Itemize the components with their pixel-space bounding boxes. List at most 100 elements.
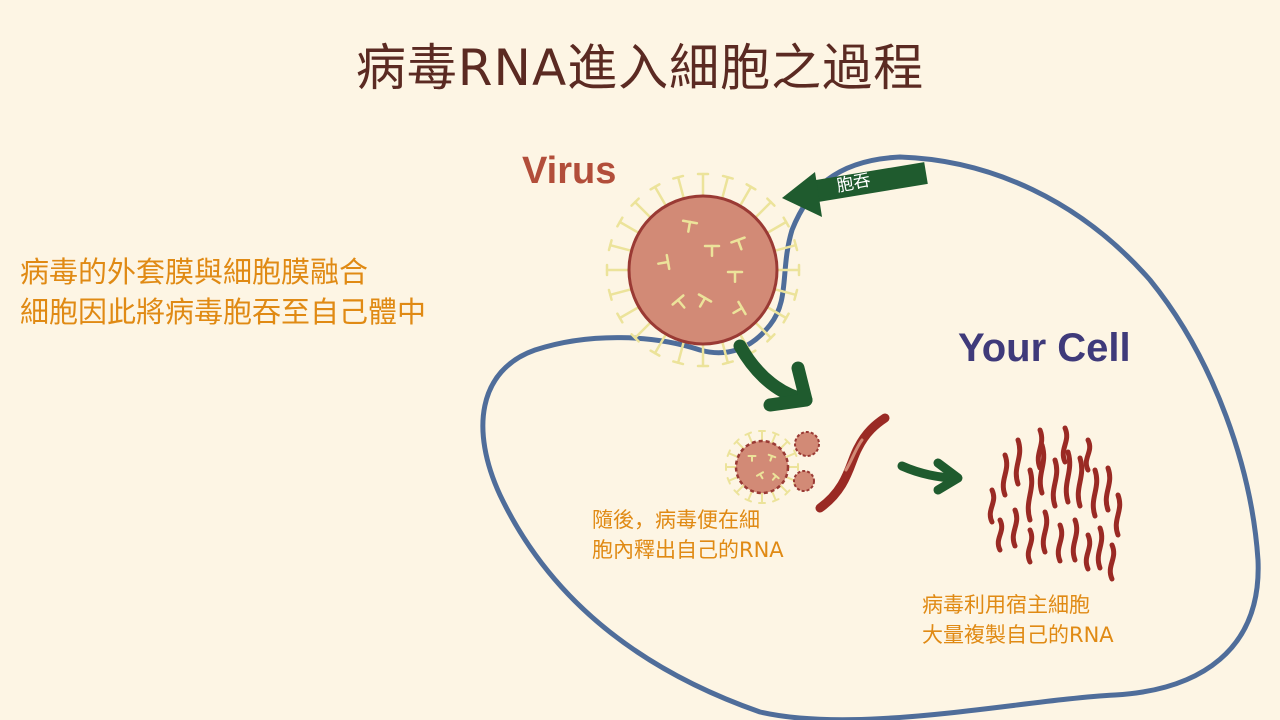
virus-spike-cap <box>649 183 661 191</box>
virus-spike-cap <box>766 197 776 207</box>
rna-copy <box>1083 532 1093 572</box>
virus-spike-cap <box>607 239 613 252</box>
rna-copy <box>1083 437 1093 473</box>
virus-small-protein <box>771 475 777 481</box>
release-caption-line-1: 隨後，病毒便在細 <box>592 508 760 532</box>
intro-text: 病毒的外套膜與細胞膜融合 細胞因此將病毒胞吞至自己體中 <box>20 252 426 332</box>
virus-spike-cap <box>782 312 790 324</box>
virus-small-spike-cap <box>793 449 798 457</box>
release-caption-line-2: 胞內釋出自己的RNA <box>592 538 784 562</box>
virus-spike-cap <box>782 216 790 228</box>
endocytosis-arrow <box>782 162 928 217</box>
virus-spike <box>653 185 668 208</box>
rna-copy <box>1010 507 1020 549</box>
release-caption: 隨後，病毒便在細 胞內釋出自己的RNA <box>592 505 784 565</box>
virus-spike-cap <box>721 174 734 180</box>
virus-spike-cap <box>616 312 624 324</box>
virus-spike <box>618 220 641 235</box>
virus-small-spikes <box>725 430 799 504</box>
intro-line-1: 病毒的外套膜與細胞膜融合 <box>20 255 369 289</box>
virus-small-spike <box>747 432 754 444</box>
virus-main <box>605 172 801 368</box>
virus-spike <box>765 305 788 320</box>
rna-copy <box>987 487 997 525</box>
virus-spike <box>609 287 633 297</box>
rna-copy <box>1090 467 1100 519</box>
rna-copy <box>1040 509 1050 555</box>
replicate-caption-line-2: 大量複製自己的RNA <box>922 623 1114 647</box>
virus-inner-proteins <box>657 219 747 316</box>
virus-spike <box>653 332 668 355</box>
rna-copy <box>995 517 1005 553</box>
virus-small-spike <box>727 475 739 482</box>
virus-small-body <box>734 439 790 495</box>
intro-line-2: 細胞因此將病毒胞吞至自己體中 <box>20 295 427 329</box>
virus-spike-cap <box>721 360 734 366</box>
virus-small-spike <box>735 440 745 450</box>
virus-small-proteins <box>747 453 780 481</box>
virus-spike <box>633 321 652 340</box>
virus-spike-cap <box>649 349 661 357</box>
virus-spike <box>720 176 730 200</box>
rna-copy <box>1055 522 1065 564</box>
page-title: 病毒RNA進入細胞之過程 <box>355 39 925 97</box>
virus-protein <box>732 306 744 315</box>
virus-small-spike <box>727 452 739 459</box>
virus-envelope <box>627 194 779 346</box>
rna-copy <box>1113 492 1123 538</box>
virus-small-spike <box>735 484 745 494</box>
envelope-fragment-2 <box>793 470 815 492</box>
replicated-rna-cluster <box>987 425 1123 582</box>
virus-small-spike-cap <box>744 431 752 436</box>
virus-spike-cap <box>616 216 624 228</box>
virus-protein <box>676 298 686 309</box>
virus-spike <box>720 340 730 364</box>
replicate-caption: 病毒利用宿主細胞 大量複製自己的RNA <box>922 590 1114 650</box>
virus-protein <box>698 296 707 308</box>
virus-small-spike <box>779 440 789 450</box>
virus-small-spike-cap <box>772 431 780 436</box>
virus-protein <box>657 260 670 265</box>
virus-small-spike-cap <box>733 438 740 445</box>
cell-membrane <box>480 154 1261 720</box>
virus-small-protein <box>769 455 773 462</box>
rna-copy <box>1107 542 1117 582</box>
virus-small-spike-cap <box>772 498 780 503</box>
virus-spike-cap <box>672 360 685 366</box>
virus-small-spike-cap <box>784 438 791 445</box>
rna-copy <box>1000 452 1010 498</box>
virus-protein <box>736 238 743 251</box>
virus-small-spike-cap <box>744 498 752 503</box>
virus-spike <box>676 176 686 200</box>
virus-spike-cap <box>672 174 685 180</box>
rna-copy <box>1095 525 1105 571</box>
rna-copy <box>1013 437 1023 487</box>
virus-spike <box>773 287 797 297</box>
virus-small-spike-cap <box>784 489 791 496</box>
virus-spike-cap <box>630 197 640 207</box>
rna-copy <box>1025 527 1035 565</box>
rna-copy <box>1103 465 1113 513</box>
rna-copy <box>1063 449 1073 505</box>
virus-spike <box>754 200 773 219</box>
virus-small-protein <box>759 473 764 480</box>
virus-spike-cap <box>745 183 757 191</box>
virus-spike-cap <box>630 333 640 343</box>
virus-spike-cap <box>793 288 799 301</box>
rna-copy <box>1060 425 1070 465</box>
virus-small-spike <box>779 484 789 494</box>
virus-spikes <box>605 172 801 368</box>
replication-arrow <box>897 458 963 495</box>
virus-spike <box>738 185 753 208</box>
virus-small-spike <box>785 452 797 459</box>
virus-spike-cap <box>607 288 613 301</box>
cell-label: Your Cell <box>958 326 1131 370</box>
virus-small-spike <box>770 432 777 444</box>
virus-label: Virus <box>522 150 617 192</box>
virus-spike <box>765 220 788 235</box>
replicate-caption-line-1: 病毒利用宿主細胞 <box>922 593 1090 617</box>
virus-small-spike-cap <box>726 449 731 457</box>
rna-copy <box>1035 427 1045 471</box>
